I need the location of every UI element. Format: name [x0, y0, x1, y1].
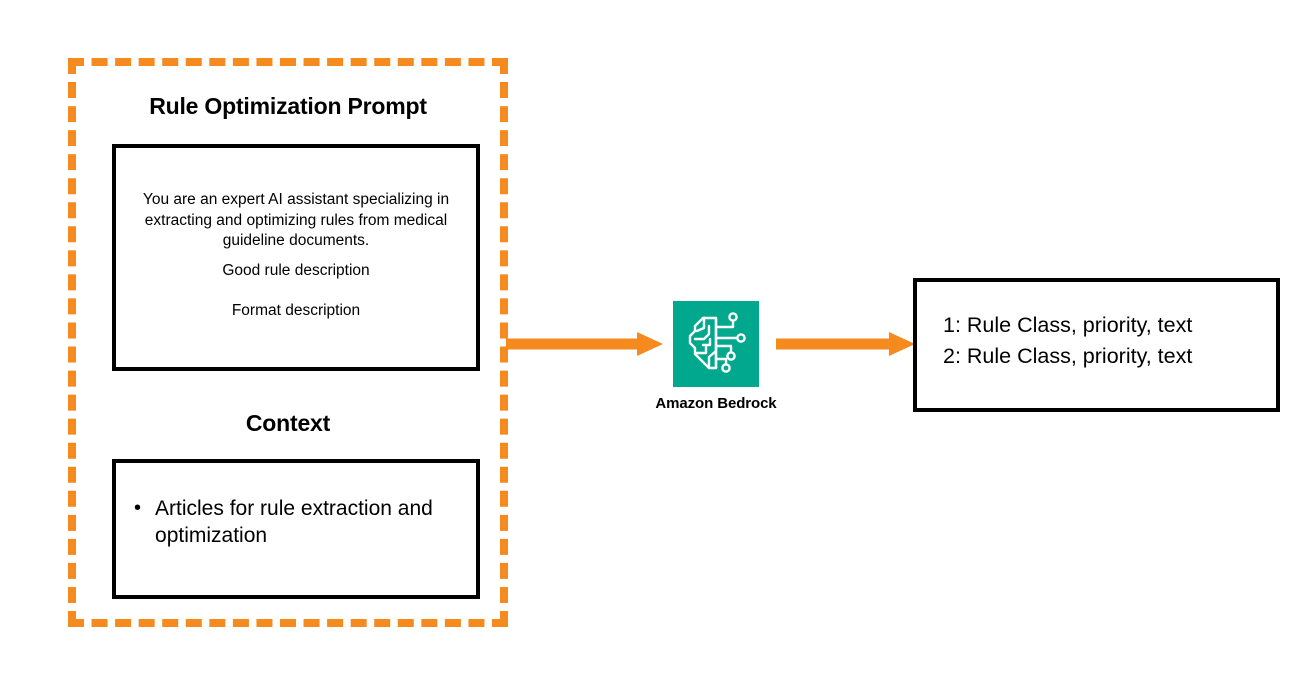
prompt-group-title: Rule Optimization Prompt [149, 93, 427, 119]
amazon-bedrock-label: Amazon Bedrock [655, 395, 777, 412]
output-rules-list: 1: Rule Class, priority, text 2: Rule Cl… [943, 310, 1192, 371]
output-rule-line-2: 2: Rule Class, priority, text [943, 343, 1193, 368]
prompt-to-bedrock-arrow [506, 332, 663, 356]
bedrock-to-output-arrow [776, 332, 915, 356]
context-bullet-text: Articles for rule extraction and optimiz… [155, 497, 433, 547]
output-rule-line-1: 1: Rule Class, priority, text [943, 313, 1193, 337]
context-group-title: Context [245, 410, 331, 436]
output-rules-box: 1: Rule Class, priority, text 2: Rule Cl… [913, 278, 1280, 412]
context-content-box: • Articles for rule extraction and optim… [112, 459, 480, 599]
prompt-content-box: You are an expert AI assistant specializ… [112, 144, 480, 371]
rule-optimization-prompt-group: Rule Optimization Prompt You are an expe… [68, 58, 508, 627]
prompt-system-paragraph: You are an expert AI assistant specializ… [142, 191, 450, 250]
prompt-good-rule-description: Good rule description [222, 262, 370, 279]
bullet-point-icon: • [134, 497, 142, 519]
amazon-bedrock-node: Amazon Bedrock [655, 301, 777, 412]
list-item: • Articles for rule extraction and optim… [132, 496, 462, 550]
amazon-bedrock-icon [673, 301, 759, 387]
prompt-format-description: Format description [231, 302, 361, 319]
